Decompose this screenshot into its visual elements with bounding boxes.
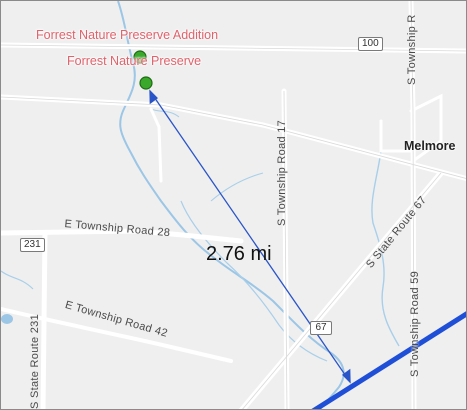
road-segment (149, 107, 163, 183)
route-line (311, 311, 466, 409)
road-segment (40, 230, 48, 409)
road-label-township-59: S Township Road 59 (409, 270, 421, 377)
city-label-melmore: Melmore (404, 139, 456, 153)
stream (150, 108, 180, 118)
route-shield-100: 100 (358, 37, 383, 51)
poi-label-addition[interactable]: Forrest Nature Preserve Addition (36, 28, 219, 42)
road-segment (1, 307, 233, 363)
road-segment (379, 119, 415, 153)
poi-label-preserve[interactable]: Forrest Nature Preserve (67, 54, 202, 68)
road-label-township-17: S Township Road 17 (276, 119, 288, 226)
distance-label: 2.76 mi (206, 243, 272, 265)
road-segment (409, 93, 443, 163)
road-segment (1, 228, 244, 244)
stream (371, 150, 400, 347)
stream (210, 172, 264, 202)
stream (1, 270, 34, 290)
route-shield-67: 67 (310, 321, 332, 335)
road-segment (1, 94, 466, 182)
pond (1, 314, 13, 324)
route-shield-231: 231 (20, 238, 45, 252)
road-label-township-north: S Township R (406, 14, 418, 85)
poi-marker-addition (133, 50, 147, 64)
poi-marker-preserve (139, 76, 153, 90)
road-label-state-route-231: S State Route 231 (29, 314, 41, 409)
